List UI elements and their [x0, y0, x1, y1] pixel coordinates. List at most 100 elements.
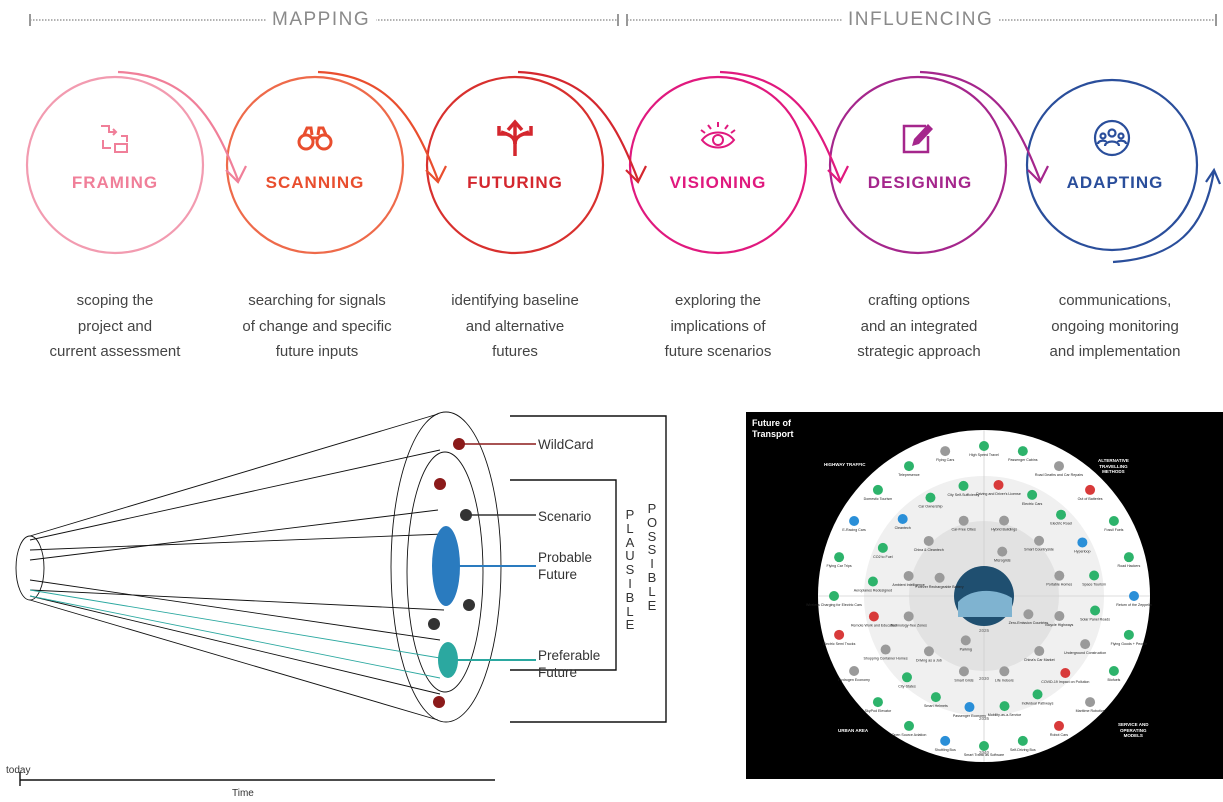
trend-label: Return of the Zeppelin — [1116, 603, 1152, 607]
trend-dot — [923, 535, 934, 546]
trend-dot — [903, 570, 914, 581]
letter: U — [625, 548, 635, 564]
trend-dot — [1034, 535, 1045, 546]
trend-dot — [1080, 639, 1091, 650]
trend-label: China & Cleantech — [914, 548, 944, 552]
letter: P — [625, 507, 635, 522]
trend-dot — [1090, 605, 1101, 616]
step-circle-futuring — [425, 75, 605, 255]
people-cycle-icon — [1093, 119, 1131, 157]
trend-dot — [925, 492, 936, 503]
trend-dot — [1017, 735, 1028, 746]
trend-label: Aeroplanes Redesigned — [854, 588, 892, 592]
step-circle-adapting — [1025, 78, 1199, 252]
corner-label-highway-traffic: HIGHWAY TRAFFIC — [824, 462, 866, 467]
trend-label: Fossil Fuels — [1104, 528, 1123, 532]
trend-label: High Speed Travel — [969, 453, 999, 457]
trend-label: Shuttling Bus — [935, 748, 956, 752]
trend-label: Zero-Emission Countries — [1009, 621, 1049, 625]
trend-label: Cleantech — [895, 526, 911, 530]
trend-label: Maritime Robotics — [1076, 709, 1105, 713]
trend-dot — [1108, 516, 1119, 526]
trend-label: Open Source Aviation — [892, 733, 927, 737]
letter: L — [626, 520, 634, 536]
trend-label: Mobility-as-a-Service — [988, 713, 1022, 717]
wildcard-dot — [453, 438, 465, 450]
letter: S — [647, 528, 657, 544]
trend-dot — [958, 666, 969, 677]
trend-dot — [904, 720, 914, 731]
scenario-dot — [463, 599, 475, 611]
wildcard-dot — [434, 478, 446, 490]
trend-dot — [1085, 484, 1096, 495]
step-circle-framing — [25, 75, 205, 255]
trend-label: Parking — [960, 647, 972, 651]
step-name-futuring: FUTURING — [467, 173, 563, 192]
trend-dot — [829, 591, 839, 601]
trend-dot — [868, 611, 879, 622]
trend-label: Forever Rechargeable Battery — [916, 585, 964, 589]
trend-label: Flying Car Trips — [827, 564, 852, 568]
trend-label: Bicycle Highways — [1045, 623, 1073, 627]
trend-dot — [1027, 489, 1038, 500]
trend-dot — [1108, 666, 1119, 676]
trend-label: China's Car Market — [1024, 658, 1055, 662]
trend-dot — [1060, 668, 1071, 679]
scenario-dot — [460, 509, 472, 521]
trend-label: Hyperloop — [1074, 549, 1090, 553]
trend-label: Telepresence — [898, 473, 919, 477]
trend-dot — [1085, 697, 1096, 708]
trend-dot — [1089, 570, 1100, 581]
trend-dot — [1123, 629, 1134, 640]
trend-dot — [872, 484, 883, 495]
today-label: today — [6, 765, 31, 776]
year-label: 2040 — [979, 750, 990, 755]
phase-label-mapping: MAPPING — [266, 9, 377, 31]
trend-dot — [834, 629, 845, 640]
trend-dot — [1032, 689, 1043, 700]
trend-label: Electric Semi Trucks — [823, 642, 856, 646]
trend-dot — [1017, 446, 1028, 457]
trend-label: Shopping Container Homes — [864, 657, 908, 661]
step-name-framing: FRAMING — [71, 173, 159, 192]
trend-dot — [1034, 646, 1045, 657]
trend-dot — [1056, 509, 1067, 520]
trend-label: Flying Cars — [936, 458, 954, 462]
trend-label: Self-Driving Bus — [1010, 748, 1036, 752]
trend-dot — [1054, 611, 1065, 622]
trend-dot — [1054, 461, 1064, 472]
trend-label: Driving and Driver's License — [976, 492, 1021, 496]
trend-dot — [999, 701, 1010, 712]
letter: I — [650, 556, 654, 572]
trend-dot — [1077, 537, 1088, 548]
trend-dot — [897, 513, 908, 524]
trend-dot — [934, 572, 945, 583]
trend-dot — [940, 446, 951, 457]
trend-dot — [923, 646, 934, 657]
trend-label: Smart Helmets — [924, 704, 948, 708]
pencil-edit-icon — [902, 124, 933, 154]
trend-dot — [979, 441, 989, 451]
scenario-dot — [428, 618, 440, 630]
trend-label: Road Deaths and Car Repairs — [1035, 473, 1083, 477]
letter: E — [625, 617, 635, 633]
process-diagram — [25, 14, 1222, 264]
wildcard-dot — [433, 696, 445, 708]
letter: O — [646, 514, 658, 530]
scenario-label: Scenario — [538, 509, 592, 524]
step-circle-visioning — [628, 75, 808, 255]
trend-dot — [1129, 591, 1139, 601]
trend-label: COVID-19 Impact on Pollution — [1041, 680, 1089, 684]
trend-dot — [1123, 552, 1134, 563]
